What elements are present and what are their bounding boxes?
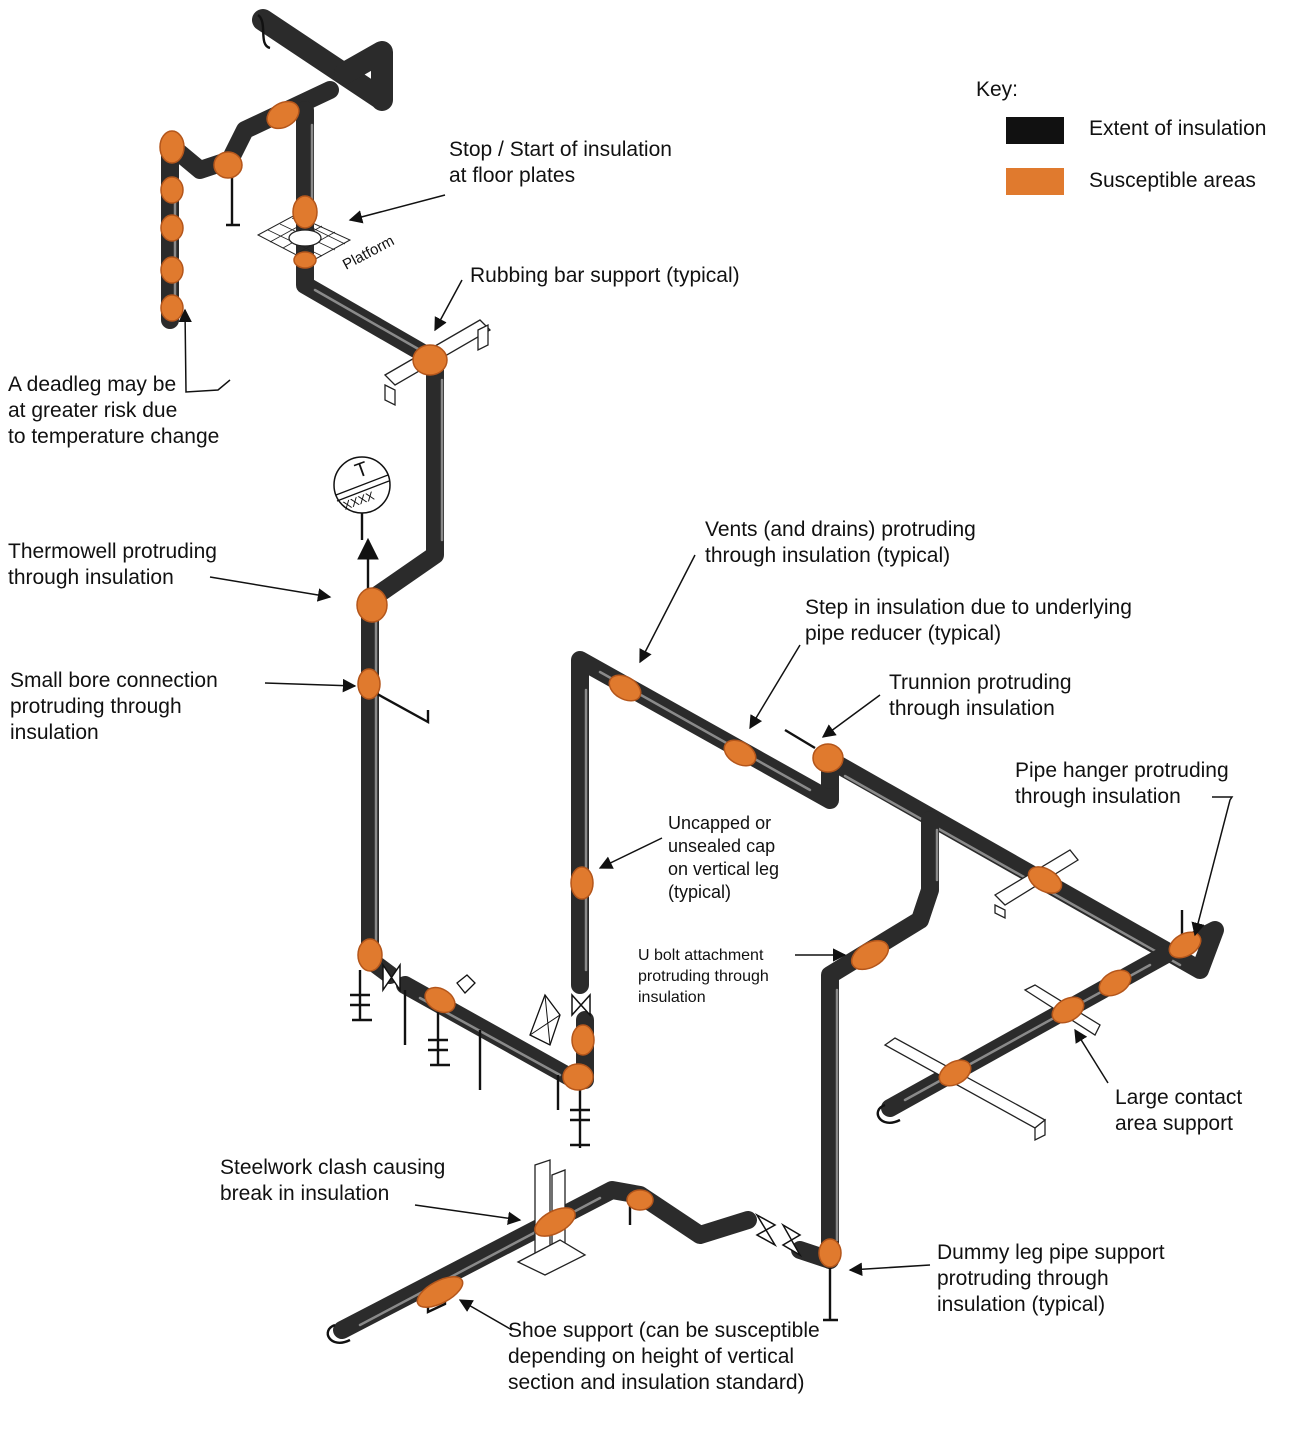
susceptible-area [1027,866,1063,894]
susceptible-area [534,1207,576,1237]
steelwork-label: Steelwork clash causing break in insulat… [220,1156,446,1205]
susceptible-area [356,587,388,623]
trunnion-label: Trunnion protruding through insulation [889,671,1072,720]
shoe-label: Shoe support (can be susceptible dependi… [508,1319,820,1394]
stop-start-label: Stop / Start of insulation at floor plat… [449,138,672,187]
vents-label: Vents (and drains) protruding through in… [705,518,976,567]
leader-lines [178,194,1234,1331]
susceptible-area [608,674,642,702]
insulation-key-swatch [1006,117,1064,144]
susceptible-area [416,1276,464,1308]
susceptible-area [570,866,594,900]
dummy-leg-label: Dummy leg pipe support protruding throug… [937,1241,1165,1316]
attachments [226,175,1184,1322]
susceptible-area [266,100,300,130]
pipe-hanger-label: Pipe hanger protruding through insulatio… [1015,759,1229,808]
insulation-key-label: Extent of insulation [1089,117,1267,140]
susceptible-area [723,739,757,767]
susceptible-area [160,256,184,284]
susceptible-area [159,130,185,164]
susceptible-area [812,743,844,773]
steelwork [256,214,1101,1276]
thermowell-label: Thermowell protruding through insulation [8,540,217,589]
susceptible-area [160,214,184,242]
susceptible-area [412,344,448,376]
deadleg-label: A deadleg may be at greater risk due to … [8,373,220,448]
susceptible-area [292,195,318,229]
susceptible-area [160,176,184,204]
susceptible-area [818,1238,842,1268]
susceptible-area [213,151,243,179]
susceptible-area [1051,996,1085,1024]
u-bolt-label: U bolt attachment protruding through ins… [638,947,769,1006]
susceptible-area [357,668,381,700]
susceptible-key-swatch [1006,168,1064,195]
susceptible-area [571,1024,595,1056]
key-title: Key: [976,78,1019,101]
susceptible-area [424,986,456,1014]
right-pipe-run [821,751,1224,1269]
thermowell-tag: T XXXX [333,456,391,540]
susceptible-area [357,938,383,972]
uncapped-label: Uncapped or unsealed cap on vertical leg… [668,813,780,902]
susceptible-area [562,1063,594,1091]
small-bore-label: Small bore connection protruding through… [10,669,218,744]
platform-label: Platform [340,232,397,273]
susceptible-area [160,294,184,322]
susceptible-area [938,1059,972,1087]
large-contact-label: Large contact area support [1115,1086,1243,1135]
susceptible-areas [159,100,1202,1308]
susceptible-area [1098,969,1132,997]
susceptible-area [626,1189,654,1211]
susceptible-area [293,251,317,269]
susceptible-key-label: Susceptible areas [1089,169,1256,192]
step-label: Step in insulation due to underlying pip… [805,596,1132,645]
upper-pipe-run [161,9,444,969]
susceptible-area [850,939,890,971]
rubbing-bar-label: Rubbing bar support (typical) [470,264,740,287]
susceptible-area [1168,931,1202,959]
